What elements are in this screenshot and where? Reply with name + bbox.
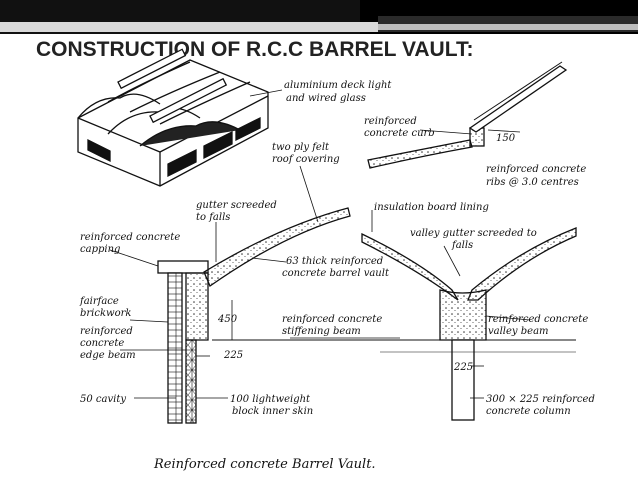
label-edge-2: concrete	[80, 338, 124, 349]
label-column-1: 300 × 225 reinforced	[486, 394, 595, 405]
label-column-2: concrete column	[486, 406, 571, 417]
label-capping-2: capping	[80, 244, 120, 255]
label-insulation: insulation board lining	[374, 202, 489, 213]
capping	[157, 260, 209, 274]
label-felt-2: roof covering	[272, 154, 340, 165]
label-dim-225b: 225	[453, 362, 473, 373]
left-barrel-slab	[203, 207, 351, 287]
valley-beam	[439, 289, 487, 341]
diagram-labels: aluminium deck light and wired glass rei…	[79, 80, 595, 472]
block-inner-skin	[185, 339, 197, 424]
label-valley-gutter-1: valley gutter screeded to	[410, 228, 537, 239]
label-dim-450: 450	[217, 314, 238, 325]
label-stiffening-2: stiffening beam	[282, 326, 361, 337]
label-curb-2: concrete curb	[364, 128, 435, 139]
label-ribs-1: reinforced concrete	[486, 164, 586, 175]
label-felt-1: two ply felt	[272, 142, 330, 153]
label-gutter-1: gutter screeded	[196, 200, 277, 211]
label-stiffening-1: reinforced concrete	[282, 314, 382, 325]
label-dim-225a: 225	[223, 350, 243, 361]
upper-vault-slab	[367, 139, 473, 169]
label-cavity: 50 cavity	[80, 394, 126, 405]
edge-beam	[185, 272, 209, 341]
valley-right-slab	[467, 227, 577, 301]
label-edge-3: edge beam	[80, 350, 136, 361]
valley-left-slab	[361, 232, 459, 301]
leader-lines	[109, 89, 531, 399]
label-vault-2: concrete barrel vault	[282, 268, 390, 279]
label-valley-beam-2: valley beam	[488, 326, 549, 337]
diagram-caption: Reinforced concrete Barrel Vault.	[153, 457, 376, 472]
label-curb-1: reinforced	[364, 116, 417, 127]
building-isometric-sketch	[77, 48, 269, 187]
label-gutter-2: to falls	[196, 212, 230, 223]
brick-wall	[167, 272, 183, 424]
label-fairface-2: brickwork	[80, 308, 131, 319]
deck-light	[468, 65, 568, 133]
label-dim-150: 150	[496, 133, 516, 144]
label-vault-1: 63 thick reinforced	[286, 256, 383, 267]
label-valley-gutter-2: falls	[451, 240, 473, 251]
label-valley-beam-1: reinforced concrete	[488, 314, 588, 325]
label-aluminium-2: and wired glass	[286, 93, 366, 104]
label-block-2: block inner skin	[232, 406, 313, 417]
label-ribs-2: ribs @ 3.0 centres	[486, 177, 579, 188]
label-block-1: 100 lightweight	[230, 394, 311, 405]
vault-section	[157, 61, 577, 424]
label-capping-1: reinforced concrete	[80, 232, 180, 243]
label-aluminium-1: aluminium deck light	[284, 80, 392, 91]
slide-title: CONSTRUCTION OF R.C.C BARREL VAULT:	[36, 38, 474, 61]
label-fairface-1: fairface	[79, 296, 119, 307]
label-edge-1: reinforced	[80, 326, 133, 337]
header-bar	[0, 0, 638, 34]
